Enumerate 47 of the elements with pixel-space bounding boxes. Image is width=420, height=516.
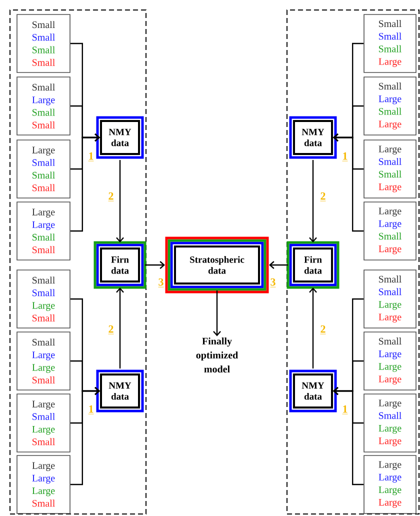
arrow [116,288,124,368]
parameter-box: Small Small Small Large [364,14,416,73]
edge-label: 1 [342,152,348,162]
parameter-box: Small Small Small Small [16,14,70,73]
parameter-box: Small Small Large Small [16,270,70,328]
edge-label: 1 [342,405,348,414]
data-box: NMY data [289,370,337,412]
arrow [145,261,165,269]
parameter-box: Small Large Large Large [364,332,416,390]
arrow [309,288,317,368]
edge-label: 1 [88,152,94,162]
arrow [213,290,221,336]
parameter-box: Large Small Small Large [364,140,416,198]
edge-label: 2 [108,192,114,202]
data-box: Firn data [286,241,340,289]
data-box: NMY data [289,116,337,159]
data-box: NMY data [96,370,144,412]
parameter-box: Small Large Small Large [364,76,416,136]
arrow [269,261,288,269]
parameter-box: Large Small Small Small [16,140,70,198]
edge-label: 3 [158,278,164,288]
edge-label: 2 [320,325,326,334]
arrow [116,160,124,242]
parameter-box: Large Large Small Large [364,202,416,260]
data-box: NMY data [96,116,144,159]
parameter-box: Small Large Large Small [16,332,70,390]
arrow [333,387,364,486]
parameter-box: Small Small Large Large [364,270,416,328]
output-text: Finally optimized model [196,337,238,373]
data-box: Firn data [94,241,146,289]
data-box: Stratospheric data [165,236,269,294]
edge-label: 2 [320,192,326,202]
arrow [333,134,364,232]
parameter-box: Small Large Small Small [16,76,70,136]
parameter-box: Large Large Large Large [364,455,416,514]
parameter-box: Large Large Large Small [16,455,70,514]
parameter-box: Large Large Small Small [16,202,70,260]
edge-label: 3 [270,278,276,288]
arrow [70,134,100,232]
parameter-box: Large Small Large Small [16,394,70,452]
edge-label: 2 [108,325,114,334]
dashed-panel [10,10,146,514]
arrow [309,160,317,242]
parameter-box: Large Small Large Large [364,394,416,452]
dashed-panel [286,10,420,514]
edge-label: 1 [88,405,94,414]
arrow [70,387,100,486]
